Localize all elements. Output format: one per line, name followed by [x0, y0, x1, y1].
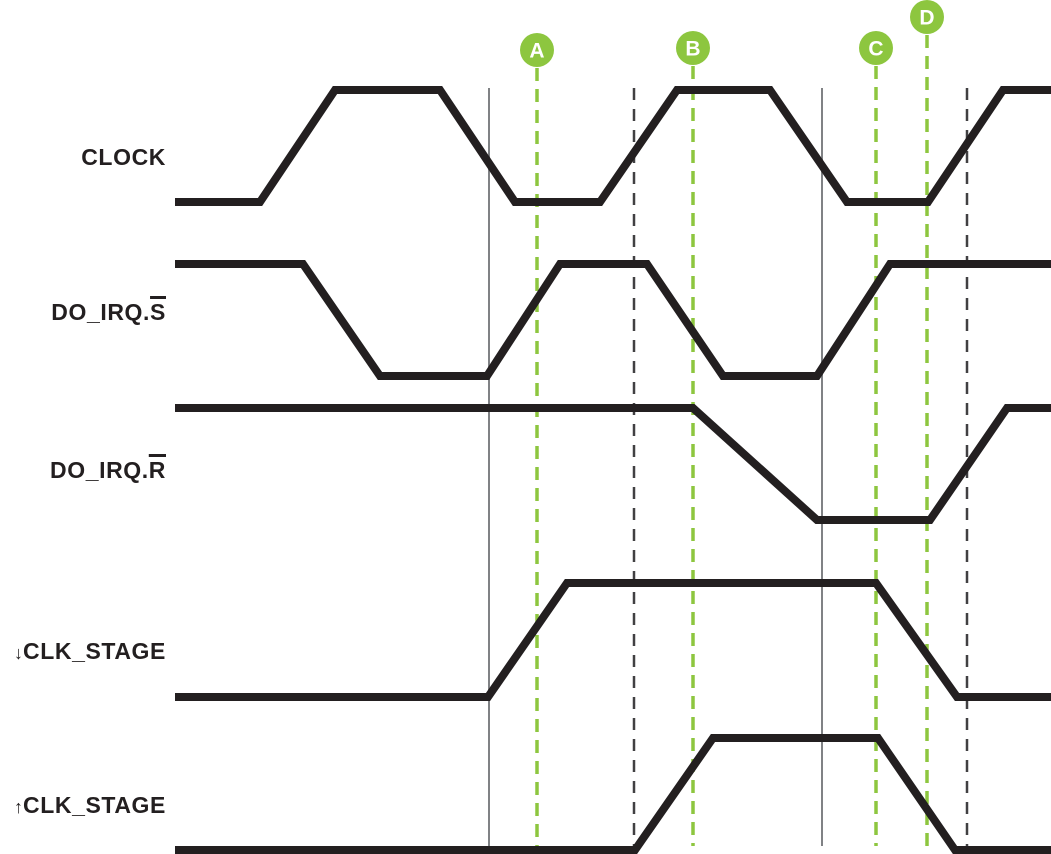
marker-badge-c — [859, 31, 893, 65]
signal-label-text: CLK_STAGE — [23, 638, 166, 664]
signal-label-overline-text: R — [148, 457, 166, 483]
up-arrow-icon: ↑ — [14, 797, 23, 817]
signal-label-text: CLOCK — [81, 144, 166, 170]
signal-label-text: DO_IRQ. — [51, 299, 151, 325]
signal-label-clock: CLOCK — [0, 143, 166, 173]
marker-badge-letter: D — [919, 7, 934, 30]
marker-badge-letter: A — [529, 40, 544, 63]
marker-badge-a — [520, 33, 554, 67]
signal-label-do-irq-s: DO_IRQ.S — [0, 298, 166, 328]
signal-label-overline-text: S — [150, 299, 166, 325]
signal-label-text: CLK_STAGE — [23, 792, 166, 818]
down-arrow-icon: ↓ — [14, 643, 23, 663]
marker-badge-b — [676, 31, 710, 65]
signal-waveform-4 — [175, 734, 1051, 854]
signal-waveform-1 — [175, 260, 1051, 380]
signal-label-text: DO_IRQ. — [50, 457, 149, 483]
signal-label-down-clk-stage: ↓CLK_STAGE — [0, 637, 166, 667]
signal-label-up-clk-stage: ↑CLK_STAGE — [0, 791, 166, 821]
marker-badge-letter: C — [868, 38, 883, 61]
marker-badge-letter: B — [685, 38, 700, 61]
signal-waveform-3 — [175, 579, 1051, 701]
signal-label-do-irq-r: DO_IRQ.R — [0, 456, 166, 486]
signal-waveform-0 — [175, 86, 1051, 206]
marker-badge-d — [910, 0, 944, 34]
signal-waveform-2 — [175, 404, 1051, 524]
